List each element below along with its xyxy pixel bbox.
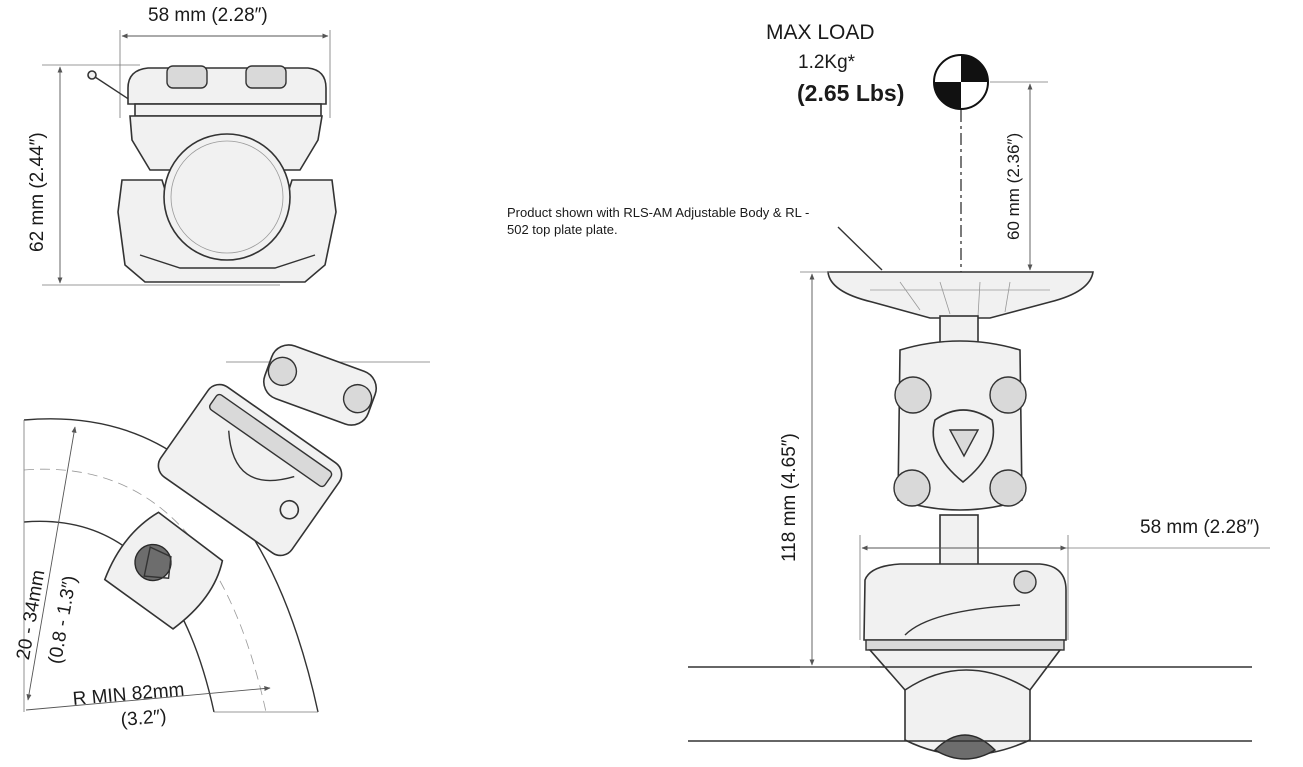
max-load-kg: 1.2Kg* — [798, 52, 856, 73]
assembly-side-view — [688, 54, 1270, 760]
center-of-gravity-icon — [933, 54, 989, 110]
top-plate — [827, 271, 1094, 319]
product-note: Product shown with RLS-AM Adjustable Bod… — [507, 205, 810, 237]
load-height-label: 60 mm (2.36″) — [1004, 132, 1023, 240]
radius-dimension-line — [25, 685, 271, 711]
top-height-label: 62 mm (2.44″) — [27, 132, 48, 252]
rail-side-view — [23, 344, 430, 713]
base-clamp — [863, 563, 1067, 641]
max-load-lbs: (2.65 Lbs) — [797, 80, 905, 106]
top-view-clamp — [42, 30, 337, 286]
top-width-label: 58 mm (2.28″) — [148, 5, 268, 26]
lower-knob — [904, 669, 1031, 756]
rail-diameter-dimension-line — [26, 426, 77, 701]
note-leader-line — [837, 226, 883, 271]
max-load-title: MAX LOAD — [766, 21, 875, 44]
overall-height-label: 118 mm (4.65″) — [779, 433, 800, 562]
base-width-label: 58 mm (2.28″) — [1140, 517, 1260, 538]
radius-in-label: (3.2″) — [119, 706, 168, 731]
